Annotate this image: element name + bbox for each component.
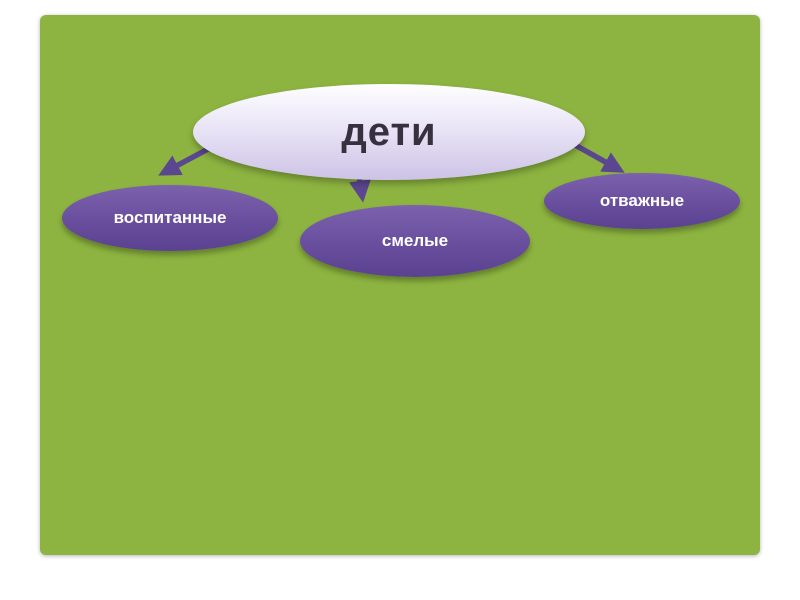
child-node-3-label: отважные	[599, 191, 685, 210]
child-node-2-label: смелые	[381, 231, 449, 250]
main-node: дети	[193, 84, 585, 180]
child-node-3: отважные	[544, 173, 740, 229]
child-node-2: смелые	[300, 205, 530, 277]
slide-canvas: дети воспитанные смелые отважные	[40, 15, 760, 555]
child-node-1: воспитанные	[62, 185, 278, 251]
child-node-1-label: воспитанные	[113, 208, 227, 227]
main-node-label: дети	[341, 109, 437, 154]
